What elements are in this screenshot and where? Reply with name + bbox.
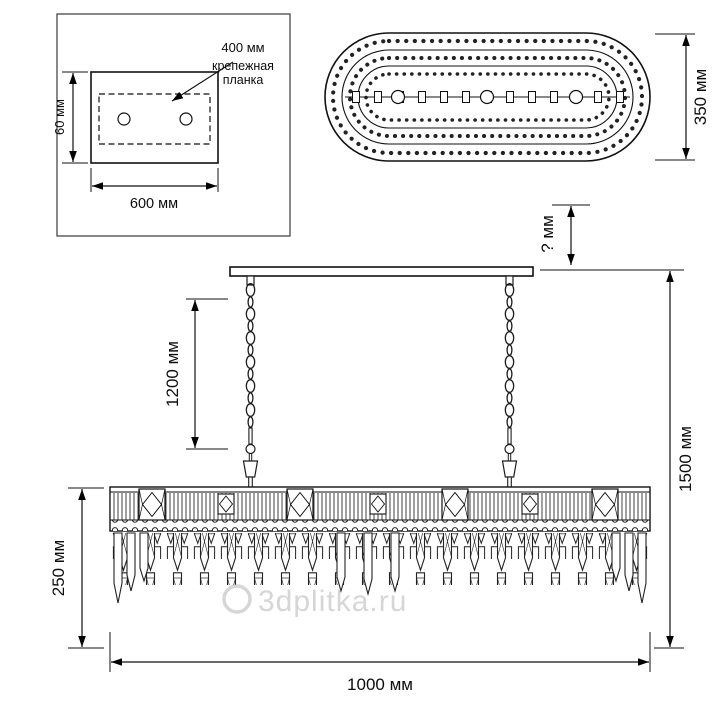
front-view: ? мм 1200 мм 1500 мм 250 мм 1000 мм — [49, 204, 695, 694]
chain-right — [501, 275, 518, 489]
dim-1000-label: 1000 мм — [347, 675, 413, 694]
watermark: 3dplitka.ru — [222, 584, 407, 618]
mounting-hole-right — [179, 112, 193, 126]
mounting-hole-left — [117, 112, 131, 126]
dim-600-label: 600 мм — [130, 196, 178, 212]
crystal-spikes — [113, 532, 647, 604]
watermark-logo — [222, 584, 252, 614]
mounting-plate — [90, 71, 219, 164]
dim-400-label: 400 мм — [221, 40, 264, 55]
plate-note-line2: планка — [223, 73, 264, 87]
mounting-bar-dashed — [98, 93, 211, 145]
band-ornament-large — [286, 488, 314, 521]
mounting-plate-detail: 400 мм крепежная планка 60 мм 600 мм — [52, 13, 291, 237]
band-ornament-large — [138, 488, 166, 521]
chain-left — [242, 275, 259, 489]
band-ornament-small — [369, 493, 387, 515]
crystal-row-long — [110, 533, 650, 585]
dim-unknown-label: ? мм — [538, 215, 557, 253]
band-ornament-small — [521, 493, 539, 515]
center-crystal-row — [352, 89, 624, 105]
band-bead-row — [110, 520, 650, 531]
band-ornament-large — [441, 488, 469, 521]
leader-arrow — [171, 61, 234, 102]
ring-2 — [341, 49, 634, 145]
bead-ring-outer — [330, 38, 645, 156]
plate-note-line1: крепежная — [212, 59, 274, 73]
dim-60-label: 60 мм — [52, 99, 67, 135]
top-view: 350 мм — [324, 32, 710, 162]
band-ornament-large — [591, 488, 619, 521]
dim-1200-label: 1200 мм — [163, 341, 182, 407]
watermark-text: 3dplitka.ru — [258, 585, 407, 618]
band-ornament-small — [217, 493, 235, 515]
dim-250-label: 250 мм — [49, 540, 68, 596]
ceiling-bar — [229, 266, 534, 277]
dim-1500-label: 1500 мм — [676, 426, 695, 492]
dim-350-label: 350 мм — [691, 69, 710, 125]
